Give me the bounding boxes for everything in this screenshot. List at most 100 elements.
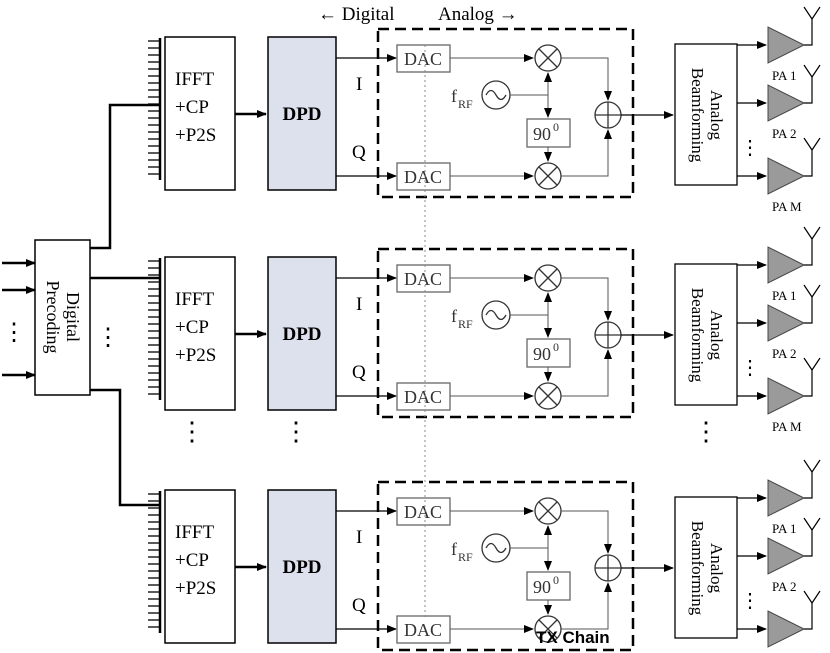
oscillator-icon [481,533,511,563]
dac-top-label: DAC [404,49,442,69]
pa-1-label: PA 1 [772,521,796,536]
mixer-bottom-icon [534,162,562,190]
precoding-inputs: ⋮ [2,259,36,379]
dac-top-block [396,264,451,293]
pa-vertical-dots: ⋮ [740,357,760,379]
ifft-label-line1: IFFT [175,289,214,310]
analog-beamforming-block [674,43,738,186]
precoding-label-line2: Precoding [43,281,63,354]
dac-top-label: DAC [404,502,442,522]
dac-bottom-label: DAC [404,620,442,640]
tx-chain-dashed-box [376,480,635,652]
dac-bottom-block [396,162,451,191]
pa-2-label: PA 2 [772,346,796,361]
mixer-top-icon [534,44,562,72]
dpd-block [267,36,337,191]
beamforming-label-line1: Analog [707,310,726,361]
beamforming-label-line1: Analog [707,90,726,141]
ifft-input-comb [148,38,162,180]
pa-m-amplifier-icon [767,377,806,415]
lo-label-subscript: RF [458,317,473,331]
ifft-label-line1: IFFT [175,69,214,90]
pa-2-antenna-icon [803,64,821,104]
dac-top-label: DAC [404,269,442,289]
pa-m-label: PA M [772,419,802,434]
pa-1-label: PA 1 [772,68,796,83]
q-label: Q [352,595,366,616]
side-vertical-dots: ⋮ [96,325,120,351]
ifft-label-line3: +P2S [175,125,216,146]
adder-icon [594,554,622,582]
mixer-top-to-adder [561,510,612,554]
mixer-bottom-to-adder [561,349,612,397]
phase-label: 90 [533,124,551,144]
pa-m-amplifier-icon [767,157,806,195]
phase-label-superscript: 0 [553,120,559,134]
pa-vertical-dots: ⋮ [740,590,760,612]
mixer-bottom-to-adder [561,582,612,630]
ifft-label-line1: IFFT [175,522,214,543]
adder-icon [594,321,622,349]
dpd-label: DPD [282,104,321,125]
lo-label-subscript: RF [458,550,473,564]
dac-bottom-label: DAC [404,387,442,407]
tx-chain-dashed-box [376,27,635,199]
phase-label: 90 [533,344,551,364]
pa-vertical-dots: ⋮ [740,137,760,159]
beamforming-label-line2: Beamforming [688,288,707,383]
mixer-top-to-adder [561,277,612,321]
analog-beamforming-block [674,263,738,406]
pa-2-antenna-icon [803,517,821,557]
pa-2-label: PA 2 [772,579,796,594]
pa-m-amplifier-icon [767,610,806,648]
pa-1-antenna-icon [803,459,821,499]
ifft-block [164,36,236,191]
dac-bottom-block [396,382,451,411]
pa-1-antenna-icon [803,6,821,46]
mixer-top-icon [534,497,562,525]
lo-label: f [451,539,457,559]
ifft-label-line2: +CP [175,550,209,571]
beamforming-vertical-dots: ⋮ [693,417,719,446]
i-label: I [356,74,362,95]
pa-m-antenna-icon [803,590,821,630]
oscillator-icon [481,80,511,110]
pa-1-label: PA 1 [772,288,796,303]
beamforming-label-line2: Beamforming [688,521,707,616]
pa-1-amplifier-icon [767,479,806,517]
pa-m-antenna-icon [803,357,821,397]
mixer-top-to-adder [561,57,612,101]
pa-m-label: PA M [772,199,802,214]
dpd-label: DPD [282,557,321,578]
pa-2-amplifier-icon [767,84,806,122]
ifft-label-line3: +P2S [175,578,216,599]
phase-shifter-block [526,118,571,148]
mixer-bottom-icon [534,382,562,410]
digital-direction-label: ← Digital [318,4,395,25]
phase-label-superscript: 0 [553,573,559,587]
pa-2-amplifier-icon [767,304,806,342]
dac-bottom-label: DAC [404,167,442,187]
digital-precoding-block: Digital Precoding [34,239,91,396]
dac-top-block [396,44,451,73]
ifft-block [164,256,236,411]
q-label: Q [352,362,366,383]
precoding-label-line1: Digital [63,292,83,342]
pa-2-antenna-icon [803,284,821,324]
input-dots: ⋮ [2,320,26,346]
ifft-label-line2: +CP [175,317,209,338]
dpd-block [267,489,337,644]
phase-label-superscript: 0 [553,340,559,354]
analog-direction-label: Analog → [438,4,518,25]
i-label: I [356,294,362,315]
ifft-label-line3: +P2S [175,345,216,366]
lo-label-subscript: RF [458,97,473,111]
mixer-bottom-to-adder [561,129,612,177]
pa-2-label: PA 2 [772,126,796,141]
pa-m-antenna-icon [803,137,821,177]
lo-label: f [451,306,457,326]
